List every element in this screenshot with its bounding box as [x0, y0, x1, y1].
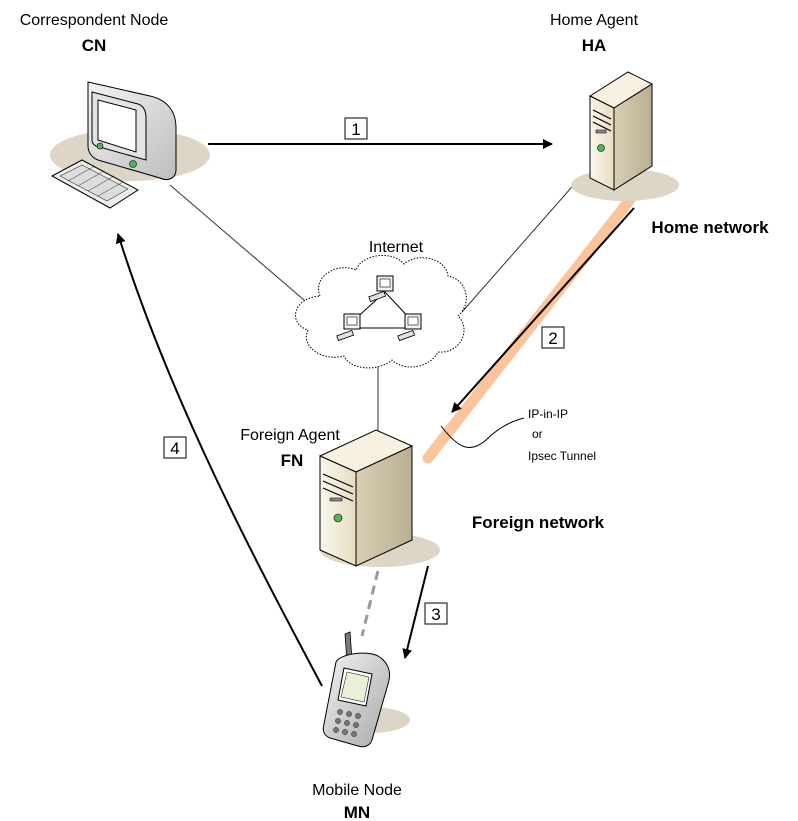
mn-title: Mobile Node [312, 782, 402, 799]
tunnel-callout-line [440, 417, 525, 449]
home-network-label: Home network [651, 218, 769, 237]
step-4-box: 4 [163, 436, 187, 459]
mn-abbr: MN [344, 803, 370, 821]
link-cn-internet [169, 184, 319, 313]
ha-title: Home Agent [550, 12, 639, 29]
ha-abbr: HA [582, 36, 607, 55]
cloud-computer-left [336, 313, 361, 342]
fa-title: Foreign Agent [240, 427, 340, 444]
cn-title: Correspondent Node [20, 12, 169, 29]
cloud-computer-right [397, 313, 422, 342]
step-1-number: 1 [351, 120, 360, 139]
step-2-number: 2 [548, 329, 557, 348]
home-agent-server-icon [571, 71, 679, 201]
mobile-phone-icon [322, 631, 410, 748]
foreign-network-label: Foreign network [472, 513, 605, 532]
foreign-agent-server-icon [318, 429, 440, 567]
step-3-box: 3 [424, 602, 448, 625]
arrow-step-4 [115, 233, 323, 687]
fa-abbr: FN [281, 451, 304, 470]
tunnel-label-line3: Ipsec Tunnel [528, 449, 596, 463]
tunnel-band [422, 186, 642, 464]
tunnel-label-line2: or [532, 427, 543, 441]
step-1-box: 1 [344, 117, 368, 140]
step-4-number: 4 [170, 439, 179, 458]
cloud-computer-top [368, 275, 394, 303]
internet-label: Internet [369, 239, 424, 256]
tunnel-label-line1: IP-in-IP [528, 407, 568, 421]
step-2-box: 2 [541, 326, 565, 349]
arrow-step-2 [451, 207, 635, 413]
cn-abbr: CN [82, 36, 107, 55]
arrow-step-3 [402, 565, 429, 659]
link-ha-internet [461, 179, 579, 313]
desktop-computer-icon [50, 81, 210, 209]
step-3-number: 3 [431, 605, 440, 624]
network-cloud-icon [295, 254, 467, 369]
